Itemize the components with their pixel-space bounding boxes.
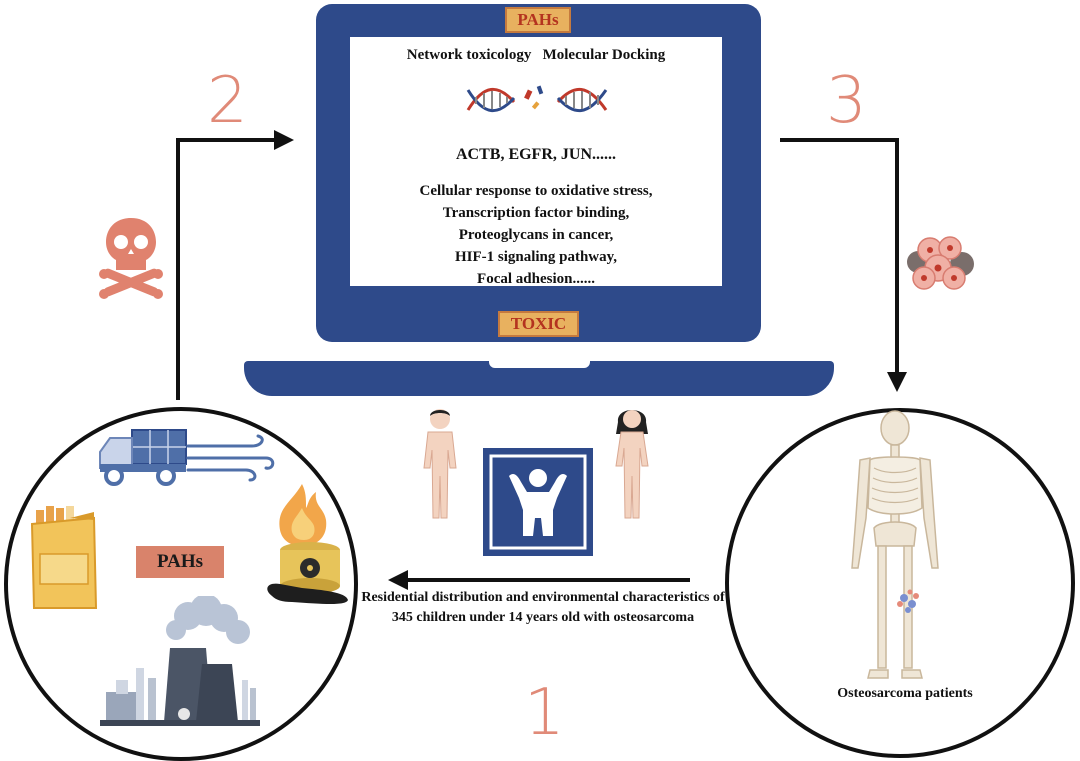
toxic-tag: TOXIC	[498, 311, 579, 337]
cigarette-pack-icon	[30, 506, 98, 609]
arrow-step-3	[780, 138, 907, 392]
truck-icon	[99, 429, 187, 486]
factory-icon	[100, 596, 260, 726]
skeleton-icon	[851, 410, 939, 679]
laptop-display	[350, 37, 722, 286]
osteosarcoma-patients-label: Osteosarcoma patients	[837, 686, 973, 701]
pathway-item: Focal adhesion......	[477, 271, 595, 287]
laptop-notch	[489, 361, 590, 368]
pahs-label: PAHs	[136, 546, 224, 578]
methods-text: Network toxicology Molecular Docking	[406, 47, 666, 63]
girl-figure-icon	[615, 410, 649, 519]
boy-figure-icon	[423, 409, 457, 519]
study-caption: Residential distribution and environment…	[361, 590, 725, 625]
step-number-1: 1	[524, 676, 565, 750]
step-number-3: 3	[826, 64, 867, 138]
wind-icon	[186, 434, 275, 482]
pathway-item: Proteoglycans in cancer,	[458, 227, 614, 243]
pathway-item: Cellular response to oxidative stress,	[419, 183, 653, 199]
pathway-item: Transcription factor binding,	[442, 205, 630, 221]
cancer-cells-icon	[907, 236, 974, 290]
skull-crossbones-icon	[99, 218, 163, 299]
left-circle	[4, 407, 358, 761]
step-number-2: 2	[207, 64, 248, 138]
pathway-item: HIF-1 signaling pathway,	[454, 249, 618, 265]
right-circle	[725, 408, 1075, 758]
pathway-list: Cellular response to oxidative stress, T…	[350, 180, 722, 290]
dna-icon	[466, 85, 608, 113]
child-sign-icon	[483, 448, 593, 556]
arrow-step-2	[176, 130, 294, 400]
pahs-tag-top: PAHs	[505, 7, 571, 33]
burning-barrel-icon	[267, 484, 348, 604]
genes-text: ACTB, EGFR, JUN......	[455, 146, 616, 163]
